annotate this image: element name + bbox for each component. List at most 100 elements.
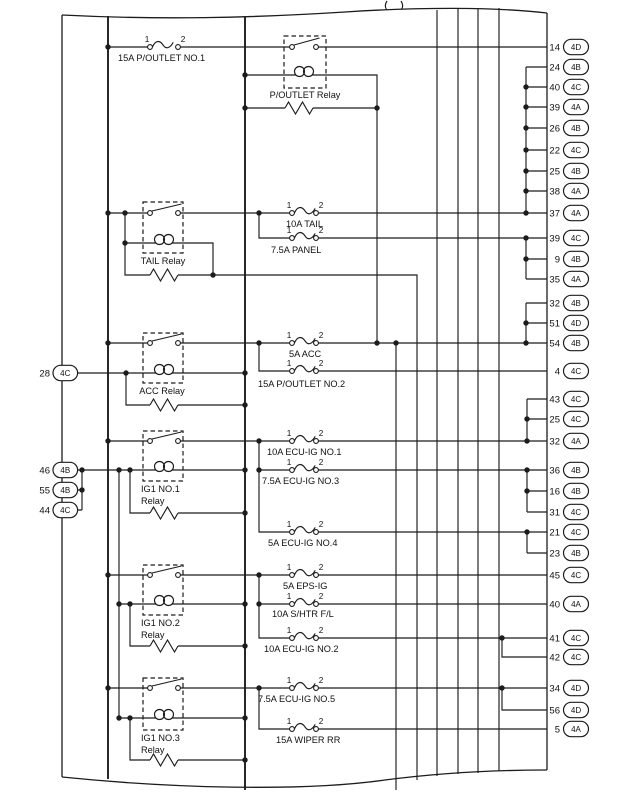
fuse-element (293, 206, 316, 215)
fuse-terminal-number: 1 (287, 717, 292, 726)
left-pin: 46 4B (39, 461, 79, 479)
relay: P/OUTLET Relay (270, 35, 341, 100)
junction-dot (79, 467, 85, 473)
junction-dot (523, 84, 529, 90)
pin-number: 25 (549, 167, 560, 178)
relay-switch-blade (151, 678, 182, 687)
fuse-terminal (313, 635, 319, 641)
relay-label: ACC Relay (139, 386, 185, 396)
relay-label: IG1 NO.2 (141, 618, 180, 628)
wire-tail-relay-control (124, 213, 418, 780)
junction-dot (523, 188, 529, 194)
fuse-terminal-number: 2 (319, 717, 324, 726)
junction-dot (523, 340, 529, 346)
fuse-element (293, 568, 316, 577)
resistor-symbol (149, 752, 179, 768)
junction-dot (242, 715, 248, 721)
junction-dot (242, 467, 248, 473)
pin-number: 36 (549, 466, 560, 477)
connector-badge (562, 720, 590, 738)
relay-coil (153, 594, 166, 607)
pin-number: 45 (549, 571, 560, 582)
fuse-terminal (289, 438, 295, 444)
fuse-terminal (289, 572, 295, 578)
pin-number: 40 (549, 600, 560, 611)
connector-badge (562, 648, 590, 666)
junction-dot (242, 402, 248, 408)
connector-label: 4B (571, 339, 581, 348)
resistor-symbol (149, 267, 179, 283)
connector-label: 4B (571, 299, 581, 308)
pin-number: 22 (549, 146, 560, 157)
relay-coil (302, 65, 315, 78)
fuse-terminal-number: 1 (287, 563, 292, 572)
connector-badge (562, 78, 590, 96)
connector-badge (562, 204, 590, 222)
connector-badge (562, 38, 590, 56)
relay-label: Relay (141, 496, 165, 506)
pin-number: 38 (549, 187, 560, 198)
fuse-label: 5A ECU-IG NO.4 (268, 538, 337, 548)
junction-dot (524, 416, 530, 422)
junction-dot (523, 210, 529, 216)
junction-dot (499, 685, 505, 691)
connector-badge (52, 501, 79, 519)
connector-badge (562, 314, 590, 332)
fuse-label: 10A ECU-IG NO.1 (267, 447, 342, 457)
fuse-label: 15A P/OUTLET NO.1 (118, 53, 205, 63)
fuse-terminal (289, 635, 295, 641)
page-tear-mark (384, 0, 404, 10)
connector-label: 4C (571, 415, 581, 424)
pin-number: 43 (549, 395, 560, 406)
connector-badge (562, 250, 590, 268)
connector-label: 4C (571, 528, 581, 537)
connector-label: 4B (571, 124, 581, 133)
junction-dot (242, 510, 248, 516)
boundary-bottom-edge (61, 769, 548, 788)
connector-badge (562, 390, 590, 408)
fuse-terminal (289, 368, 295, 374)
connector-badge (562, 461, 590, 479)
connector-badge (562, 229, 590, 247)
relay-coil (153, 363, 166, 376)
fuse-label: 7.5A ECU-IG NO.3 (262, 476, 339, 486)
junction-dot (524, 488, 530, 494)
relay-coil (162, 460, 175, 473)
wire-ig1no1-resistor (129, 470, 245, 514)
fuse-terminal (147, 44, 153, 50)
pin-number: 34 (549, 684, 560, 695)
feed-buses (107, 8, 500, 790)
connector-badge (562, 182, 590, 200)
junction-dot (523, 256, 529, 262)
junction-dot (105, 438, 111, 444)
connector-badge (562, 432, 590, 450)
relay-switch-blade (151, 431, 182, 440)
connector-badge (562, 141, 590, 159)
fuse-terminal-number: 1 (287, 429, 292, 438)
resistor-symbol (284, 100, 314, 116)
relay-label: Relay (141, 745, 165, 755)
relay-switch-blade (151, 565, 182, 574)
junction-dot (374, 105, 380, 111)
junction-dot (256, 685, 262, 691)
connector-label: 4D (571, 43, 581, 52)
pin-number: 46 (39, 466, 50, 477)
connector-badge (562, 58, 590, 76)
pin-number: 54 (549, 339, 560, 350)
connector-label: 4C (60, 506, 70, 515)
connector-label: 4B (60, 466, 70, 475)
pin-number: 39 (549, 103, 560, 114)
